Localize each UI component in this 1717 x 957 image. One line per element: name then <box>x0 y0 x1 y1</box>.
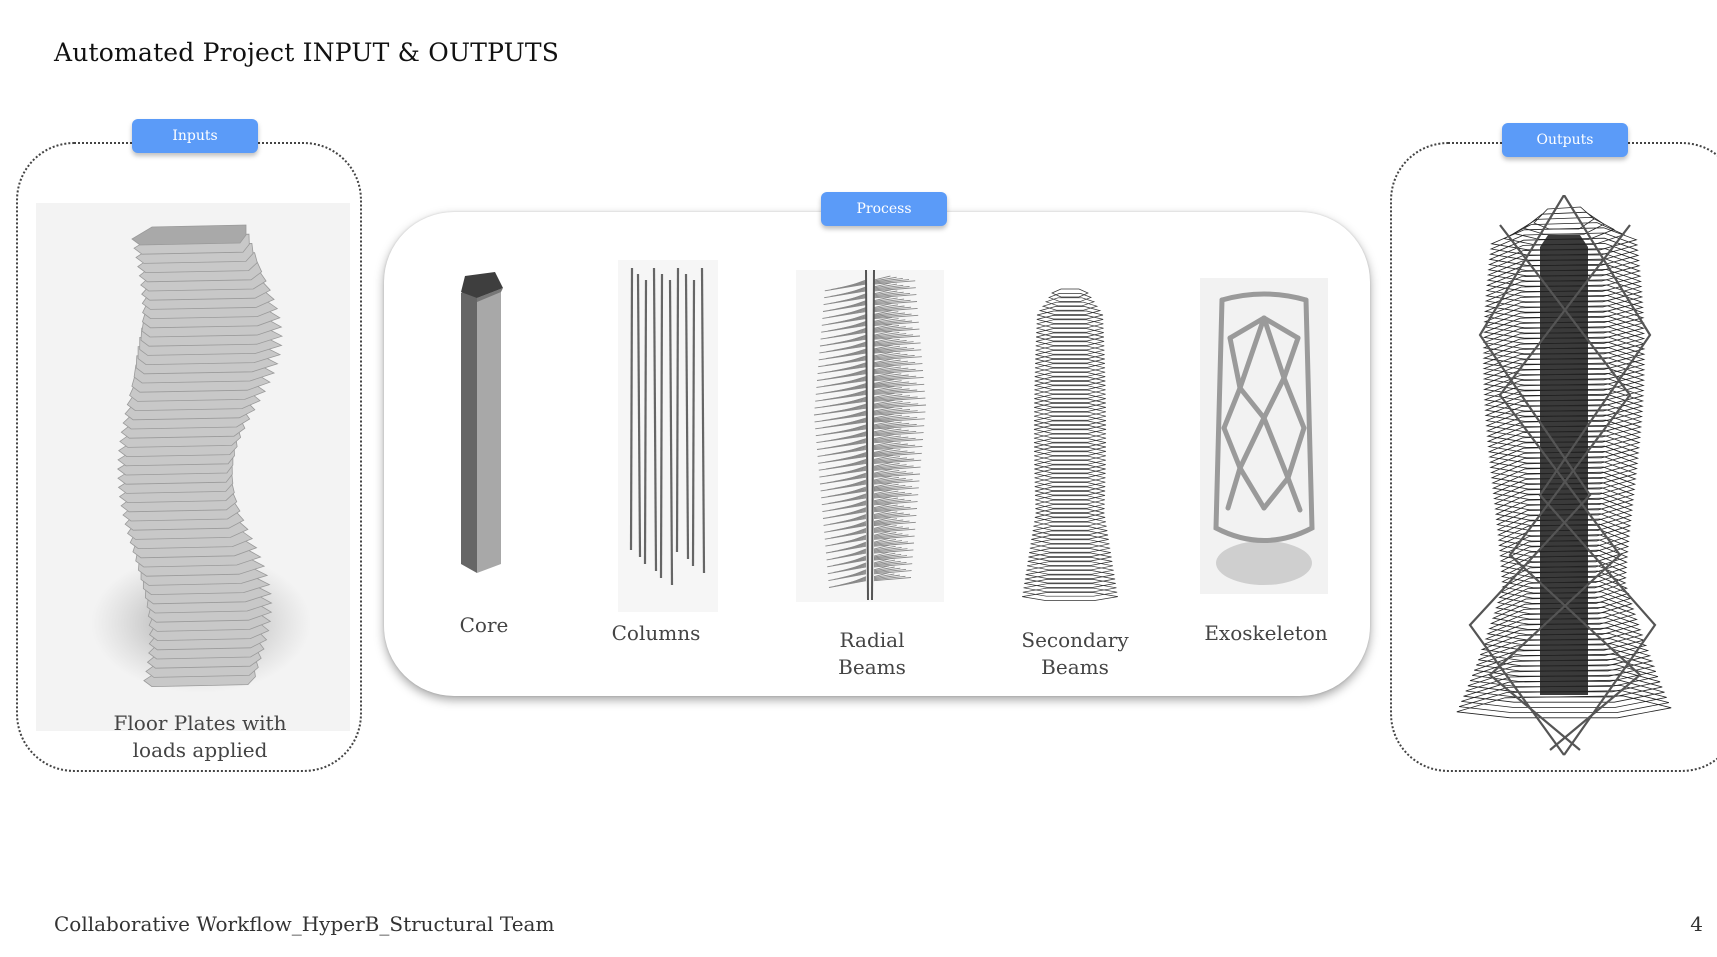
radial-beams-image-panel <box>796 270 944 602</box>
process-step-label-exoskeleton: Exoskeleton <box>1204 621 1328 645</box>
secondary-beams-image <box>1022 288 1118 601</box>
core-image <box>461 272 503 573</box>
exoskeleton-image <box>1213 291 1315 585</box>
process-step-label-secondary-beams: Secondary Beams <box>1021 628 1129 679</box>
columns-image <box>629 267 706 586</box>
page-title: Automated Project INPUT & OUTPUTS <box>54 38 560 67</box>
page-number: 4 <box>1690 912 1703 936</box>
floor-plates-tower-image <box>91 224 311 693</box>
inputs-caption: Floor Plates with loads applied <box>113 711 287 762</box>
footer-text: Collaborative Workflow_HyperB_Structural… <box>54 912 555 936</box>
process-tag: Process <box>821 192 947 226</box>
process-step-label-core: Core <box>459 613 509 637</box>
process-step-label-columns: Columns <box>611 621 701 645</box>
output-tower-image <box>1456 195 1672 756</box>
radial-beams-image <box>813 270 927 601</box>
inputs-tag: Inputs <box>132 119 258 153</box>
outputs-tag: Outputs <box>1502 123 1628 157</box>
process-step-label-radial-beams: Radial Beams <box>838 628 906 679</box>
